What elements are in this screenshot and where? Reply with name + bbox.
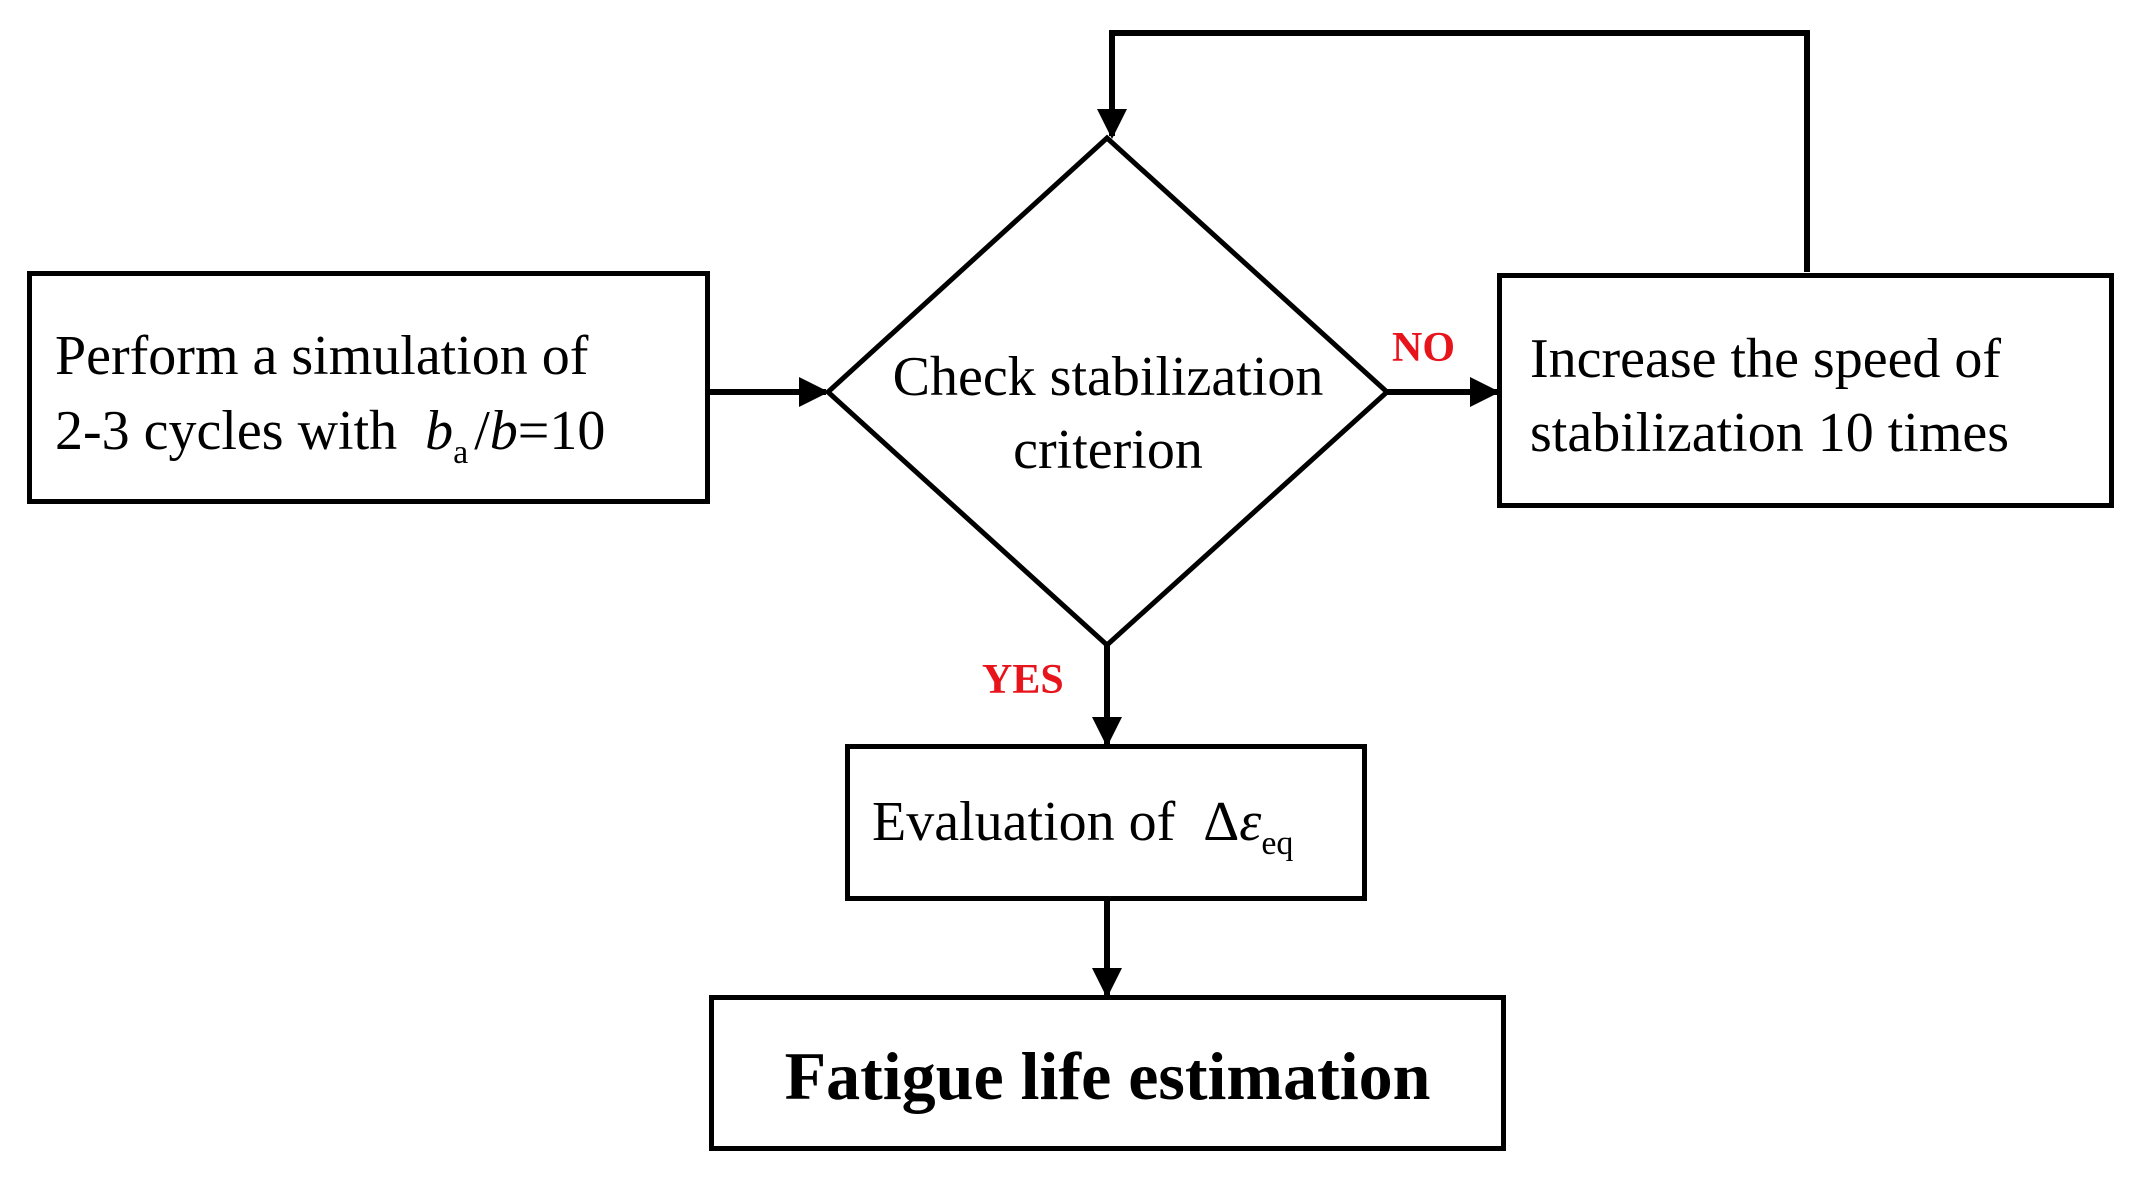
final-label: Fatigue life estimation xyxy=(784,1038,1431,1114)
start-box xyxy=(27,271,710,504)
increase-box-line1: Increase the speed of xyxy=(1530,328,2002,390)
no-label: NO xyxy=(1392,325,1455,371)
decision-line1: Check stabilization xyxy=(892,346,1324,408)
epsilon-symbol: ε xyxy=(1239,791,1262,853)
increase-box xyxy=(1497,273,2114,508)
decision-line2: criterion xyxy=(1013,419,1203,481)
final-box xyxy=(709,995,1506,1151)
sub-eq: eq xyxy=(1261,825,1294,862)
arrow-increase-loop-back xyxy=(1097,30,1810,272)
var-b: b xyxy=(425,400,454,462)
start-line2-prefix: 2-3 cycles with xyxy=(55,400,412,462)
evaluation-text: Evaluation of Δεeq xyxy=(872,791,1293,861)
evaluation-box xyxy=(845,744,1367,901)
delta-symbol: Δ xyxy=(1203,791,1240,853)
start-box-line1: Perform a simulation of xyxy=(55,325,589,387)
var-b2: b xyxy=(489,400,518,462)
start-box-line2: 2-3 cycles with ba/b=10 xyxy=(55,400,606,470)
yes-label: YES xyxy=(982,657,1064,703)
sub-a: a xyxy=(453,434,469,471)
slash: / xyxy=(474,400,490,462)
evaluation-prefix: Evaluation of xyxy=(872,791,1190,853)
increase-box-line2: stabilization 10 times xyxy=(1530,402,2010,464)
equals-value: =10 xyxy=(517,400,606,462)
